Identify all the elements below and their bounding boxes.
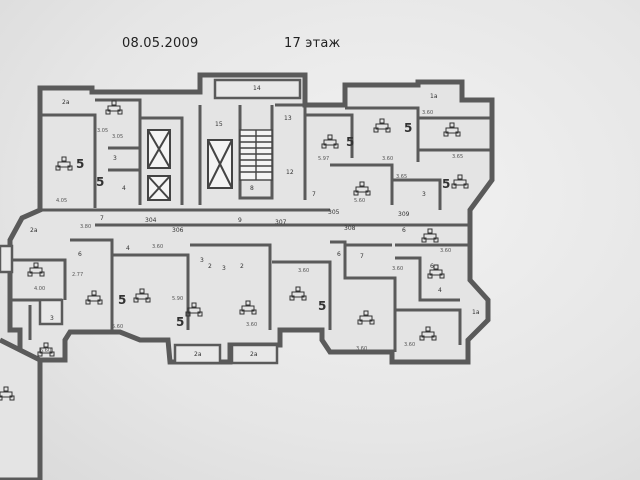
room-label: 1а [430, 93, 438, 100]
area-value: 3.60 [298, 268, 309, 274]
room-label: 13 [284, 115, 292, 122]
area-value: 5.90 [172, 296, 183, 302]
area-value: 3.05 [112, 134, 123, 140]
room-label: 6 [337, 251, 341, 258]
room-label: 5 [118, 293, 126, 307]
area-value: 3.60 [392, 266, 403, 272]
room-label: 4 [438, 287, 442, 294]
area-value: 5.60 [354, 198, 365, 204]
room-label: 309 [398, 211, 410, 218]
room-label: 307 [275, 219, 287, 226]
area-value: 2.77 [72, 272, 83, 278]
room-label: 2 [208, 263, 212, 270]
staircase [239, 129, 273, 181]
area-value: 6.60 [40, 348, 51, 354]
area-value: 3.60 [356, 346, 367, 352]
room-label: 5 [76, 157, 84, 171]
room-label: 5 [318, 299, 326, 313]
room-label: 6 [78, 251, 82, 258]
plan-date: 08.05.2009 [122, 36, 199, 51]
room-label: 5 [442, 177, 450, 191]
room-label: 14 [253, 85, 261, 92]
room-label: 7 [360, 253, 364, 260]
room-label: 3 [200, 257, 204, 264]
area-values: 3.05 3.05 4.05 3.60 3.60 3.80 3.65 5.60 … [34, 110, 463, 354]
area-value: 3.05 [97, 128, 108, 134]
room-label: 1а [472, 309, 480, 316]
room-label: 6 [430, 263, 434, 270]
room-label: 5 [404, 121, 412, 135]
room-label: 308 [344, 225, 356, 232]
room-label: 3 [422, 191, 426, 198]
area-value: 3.80 [80, 224, 91, 230]
room-label: 305 [328, 209, 340, 216]
room-label: 12 [286, 169, 294, 176]
room-label: 6 [402, 227, 406, 234]
area-value: 3.60 [422, 110, 433, 116]
area-value: 3.60 [152, 244, 163, 250]
room-label: 7 [312, 191, 316, 198]
area-value: 3.60 [246, 322, 257, 328]
elevator-shafts [147, 129, 233, 201]
room-label: 7 [100, 215, 104, 222]
area-value: 5.60 [112, 324, 123, 330]
room-label: 304 [145, 217, 157, 224]
room-label: 15 [215, 121, 223, 128]
area-value: 5.97 [318, 156, 329, 162]
room-label: 4 [122, 185, 126, 192]
room-label: 4 [126, 245, 130, 252]
room-label: 9 [238, 217, 242, 224]
room-label: 5 [176, 315, 184, 329]
room-label: 3 [222, 265, 226, 272]
area-value: 4.00 [34, 286, 45, 292]
room-label: 2а [194, 351, 202, 358]
area-value: 3.65 [452, 154, 463, 160]
room-label: 2 [240, 263, 244, 270]
area-value: 4.05 [56, 198, 67, 204]
room-label: 2а [62, 99, 70, 106]
room-label: 2а [250, 351, 258, 358]
room-label: 306 [172, 227, 184, 234]
balconies [0, 78, 302, 365]
room-label: 8 [250, 185, 254, 192]
area-value: 3.60 [404, 342, 415, 348]
room-label: 5 [346, 135, 354, 149]
floor-number: 17 этаж [284, 36, 341, 51]
area-value: 3.60 [440, 248, 451, 254]
room-label: 3 [113, 155, 117, 162]
room-label: 2а [30, 227, 38, 234]
area-value: 3.60 [382, 156, 393, 162]
area-value: 3.65 [396, 174, 407, 180]
room-labels: 2а 1а 14 15 13 12 8 2а 1а 2а 2а 5 5 5 5 … [30, 85, 480, 358]
room-label: 3 [50, 315, 54, 322]
room-label: 5 [96, 175, 104, 189]
